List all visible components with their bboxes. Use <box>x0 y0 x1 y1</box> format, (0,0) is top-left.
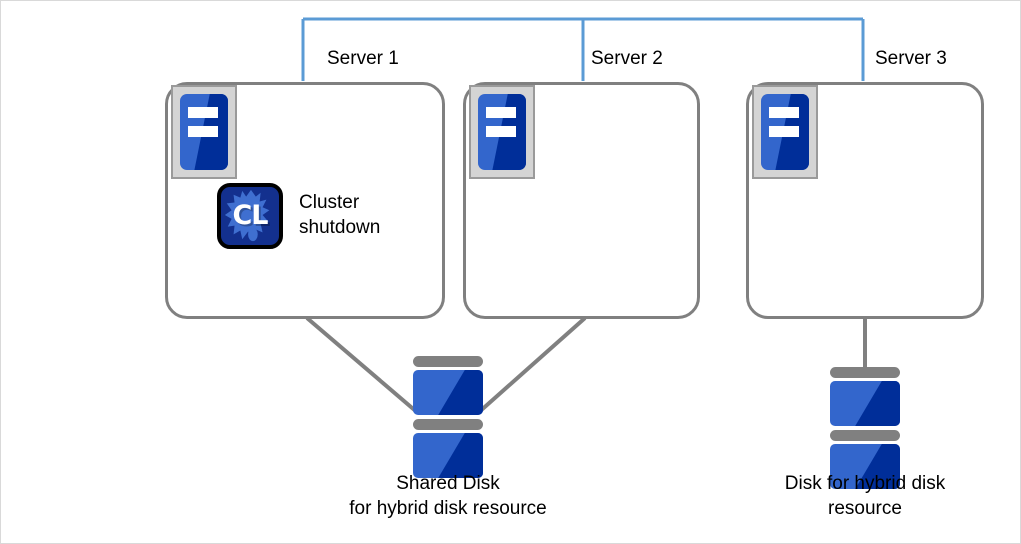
cluster-shutdown-label-line1: Cluster <box>299 192 360 213</box>
server-icon-bar-top <box>486 107 516 118</box>
shared-disk-caption-line1: Shared Disk <box>396 473 500 494</box>
cl-icon-splash <box>224 189 270 242</box>
server-2-server-icon <box>469 85 535 179</box>
disk-plate-top <box>830 367 900 378</box>
cl-icon[interactable]: CL <box>217 183 283 249</box>
cluster-shutdown-label-line2: shutdown <box>299 217 381 238</box>
server-icon-bar-top <box>769 107 799 118</box>
disk-plate-top <box>413 356 483 367</box>
disk-body-shade <box>438 370 483 415</box>
server-icon-bar-bottom <box>769 126 799 137</box>
server-1-server-icon <box>171 85 237 179</box>
hybrid-disk-caption-line1: Disk for hybrid disk <box>784 473 946 494</box>
server-icon-bar-bottom <box>188 126 218 137</box>
disk-plate-bottom <box>830 430 900 441</box>
server-1-label: Server 1 <box>327 48 399 69</box>
hybrid-disk-caption-line2: resource <box>828 498 902 519</box>
server-icon-bar-top <box>188 107 218 118</box>
server-icon-glyph <box>478 94 526 170</box>
server-icon-glyph <box>180 94 228 170</box>
disk-connectors <box>305 316 867 415</box>
disk-plate-bottom <box>413 419 483 430</box>
disk-body-bottom <box>413 433 483 478</box>
server-2-label: Server 2 <box>591 48 663 69</box>
cl-icon-text: CL <box>232 199 268 231</box>
shared-disk-icon[interactable] <box>413 356 483 478</box>
disk-body-shade <box>855 381 900 426</box>
connector-server2-shared-disk <box>476 316 587 415</box>
disk-body-bottom <box>830 444 900 489</box>
server-3-server-icon <box>752 85 818 179</box>
server-icon-glyph <box>761 94 809 170</box>
disk-body-top <box>830 381 900 426</box>
disk-body-top <box>413 370 483 415</box>
shared-disk-caption-line2: for hybrid disk resource <box>349 498 547 519</box>
hybrid-disk-icon[interactable] <box>830 367 900 489</box>
connector-server1-shared-disk <box>305 316 420 415</box>
server-icon-bar-bottom <box>486 126 516 137</box>
network-bus <box>301 17 865 81</box>
server-1-box[interactable] <box>165 82 445 319</box>
server-3-label: Server 3 <box>875 48 947 69</box>
